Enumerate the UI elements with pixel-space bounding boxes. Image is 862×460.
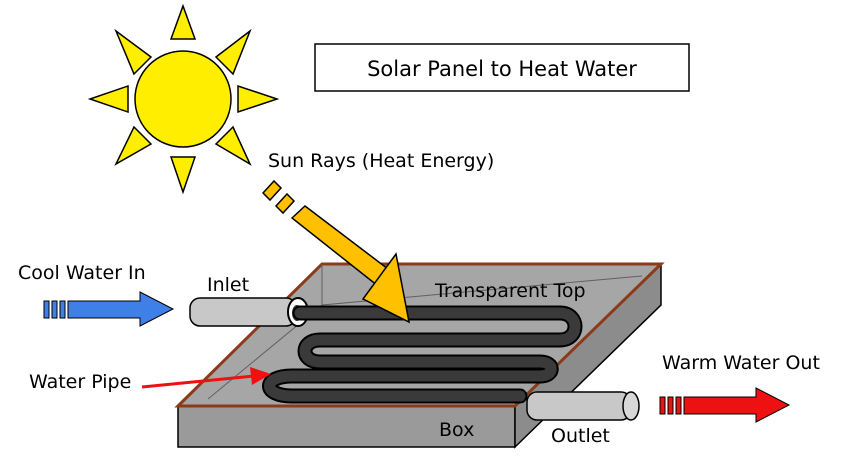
sun-rays-triangles [87,3,280,195]
warm-water-arrow [659,387,791,423]
transparent-top-label: Transparent Top [434,280,586,302]
outlet-label: Outlet [551,425,610,447]
inlet-pipe [189,297,309,327]
box-label: Box [439,419,474,441]
sun-ray-arrow [261,179,411,324]
water-pipe-label: Water Pipe [29,371,131,393]
warm-water-out-label: Warm Water Out [662,352,820,374]
title-text: Solar Panel to Heat Water [367,57,637,81]
sun-icon [87,3,280,195]
sun-rays-label: Sun Rays (Heat Energy) [268,150,494,172]
inlet-label: Inlet [207,274,249,296]
outlet-pipe [526,391,640,421]
cool-water-arrow [43,291,175,327]
cool-water-in-label: Cool Water In [18,262,146,284]
title-box: Solar Panel to Heat Water [314,43,690,92]
water-pipe-pointer-arrow [141,367,271,389]
water-pipe-coil-fill [264,307,581,402]
sun-disc [134,50,232,148]
